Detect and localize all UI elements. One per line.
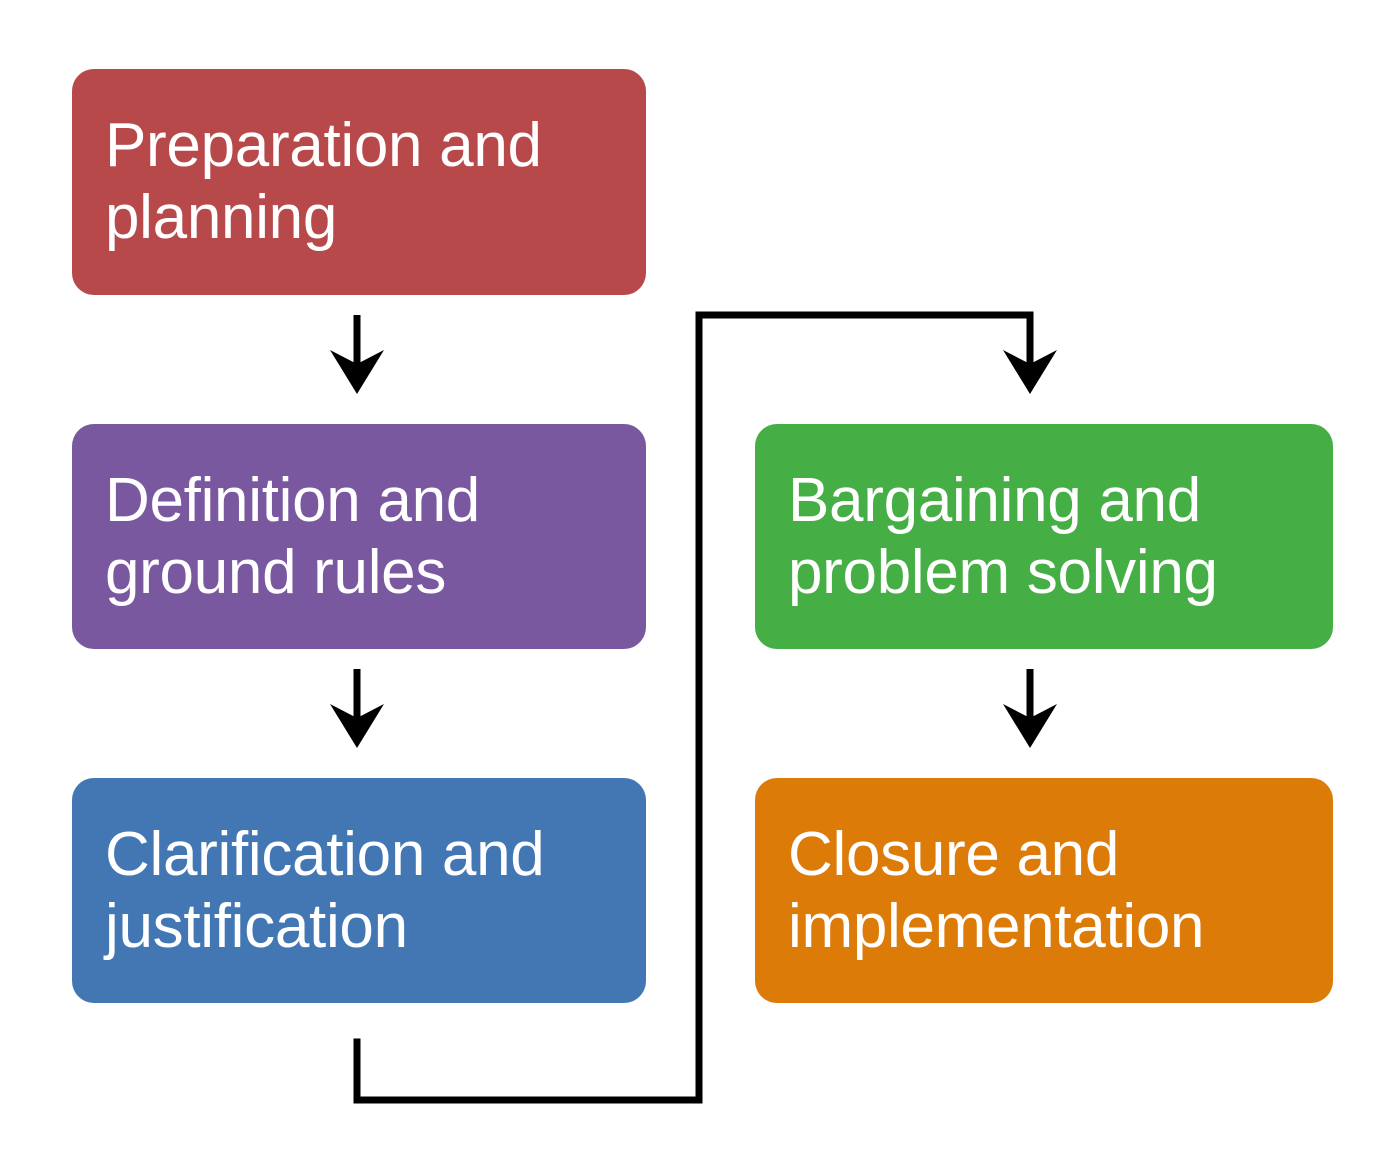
- node-label: Clarification and justification: [105, 819, 545, 961]
- node-closure-and-implementation[interactable]: Closure and implementation: [755, 778, 1333, 1003]
- node-label: Closure and implementation: [788, 819, 1205, 961]
- node-definition-and-ground-rules[interactable]: Definition and ground rules: [72, 424, 646, 649]
- node-clarification-and-justification[interactable]: Clarification and justification: [72, 778, 646, 1003]
- node-label: Preparation and planning: [105, 111, 542, 252]
- node-preparation-and-planning[interactable]: Preparation and planning: [72, 69, 646, 295]
- connector-preparation-to-definition: [330, 315, 384, 394]
- connector-definition-to-clarification: [330, 669, 384, 748]
- node-label: Definition and ground rules: [105, 465, 480, 607]
- node-label: Bargaining and problem solving: [788, 465, 1218, 607]
- node-bargaining-and-problem-solving[interactable]: Bargaining and problem solving: [755, 424, 1333, 649]
- connector-bargaining-to-closure: [1003, 669, 1057, 748]
